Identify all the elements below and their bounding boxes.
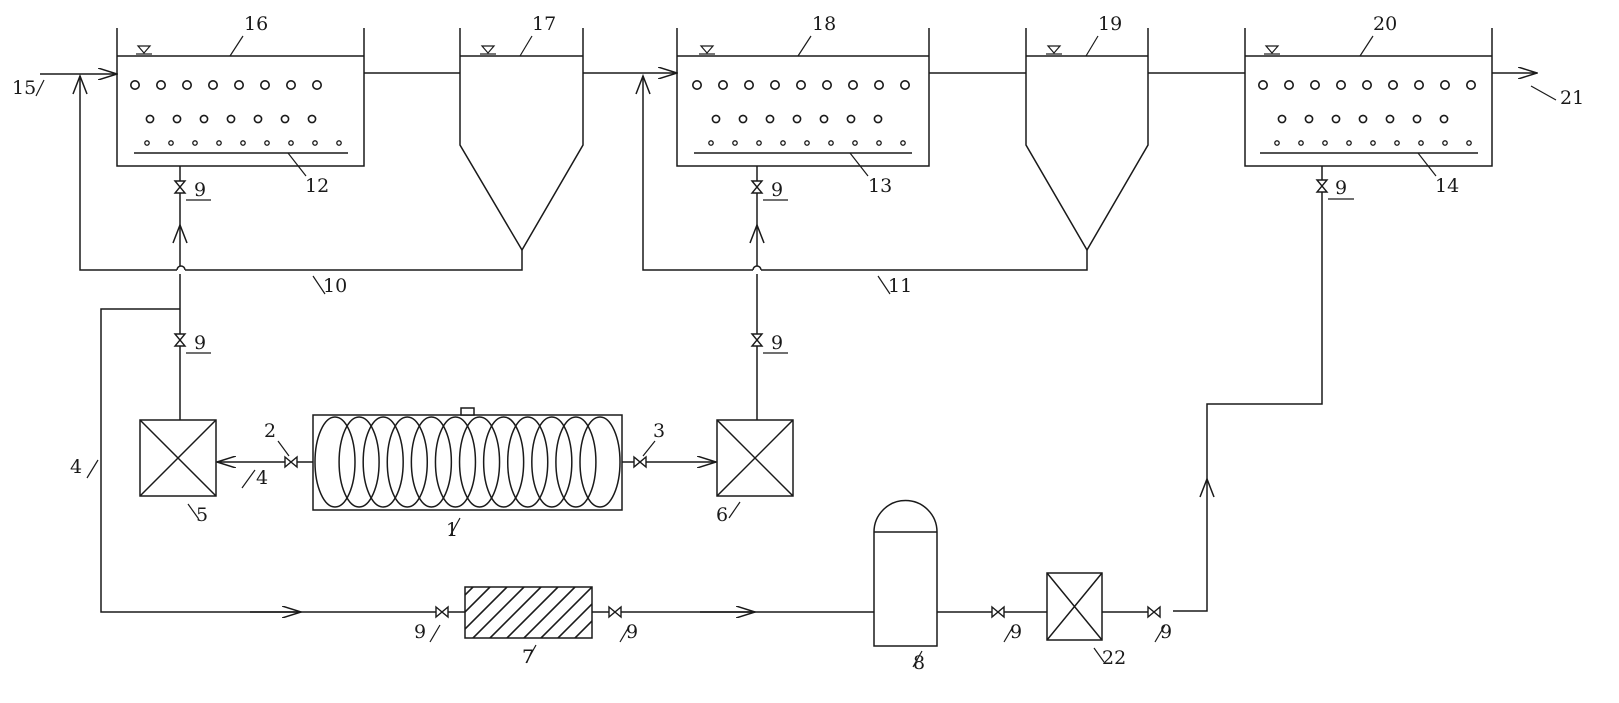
valve-label: 9 xyxy=(1160,621,1172,643)
hatch-line xyxy=(489,587,542,638)
bypass-line-4: 4 xyxy=(70,308,436,612)
valve-label: 9 xyxy=(1335,177,1347,199)
label-1: 1 xyxy=(446,519,458,541)
coil-loop xyxy=(482,416,525,508)
label-16: 16 xyxy=(244,13,268,35)
hatch-line xyxy=(523,587,576,638)
water-level-icon xyxy=(1264,45,1280,55)
hatch-line xyxy=(472,587,525,638)
mixer-22: 22 xyxy=(1046,572,1126,669)
water-level-icon xyxy=(1046,45,1062,55)
sludge-return-line-2: 11 xyxy=(635,73,1088,297)
water-level-icon xyxy=(480,45,496,55)
coarse-bubbles xyxy=(691,80,910,146)
outlet-pipe-left: 2 4 xyxy=(217,420,313,489)
valve-label: 9 xyxy=(414,621,426,643)
feed-line-tank-1: 9 9 xyxy=(172,166,211,420)
coarse-bubbles xyxy=(130,80,342,146)
coil-loop xyxy=(579,416,621,508)
water-level-icon xyxy=(136,45,152,55)
clarifier-1: 17 xyxy=(459,13,584,252)
label-19: 19 xyxy=(1098,13,1122,35)
label-4: 4 xyxy=(70,456,82,478)
hatched-unit-7: 7 xyxy=(464,586,593,668)
label-2: 2 xyxy=(264,420,276,442)
label-15: 15 xyxy=(12,77,36,99)
coil-unit: 1 xyxy=(312,407,623,541)
coil-loop xyxy=(410,416,453,508)
label-22: 22 xyxy=(1102,647,1126,669)
feed-line-tank-2: 9 9 xyxy=(749,166,788,420)
mixer-5: 5 xyxy=(139,419,217,526)
treated-water-outlet: 21 xyxy=(1492,73,1584,109)
mixer-6: 6 xyxy=(716,419,794,526)
outlet-pipe-right: 3 xyxy=(622,420,716,467)
label-18: 18 xyxy=(812,13,836,35)
coil-loops xyxy=(314,416,621,508)
valve-label: 9 xyxy=(1010,621,1022,643)
aeration-tank-1: 16 12 xyxy=(116,13,365,197)
label-14: 14 xyxy=(1435,175,1459,197)
label-20: 20 xyxy=(1373,13,1397,35)
label-4: 4 xyxy=(256,467,268,489)
valve-label: 9 xyxy=(626,621,638,643)
label-6: 6 xyxy=(716,504,728,526)
aeration-tank-3: 20 14 xyxy=(1244,13,1493,197)
coil-loop xyxy=(506,416,549,508)
clarifier-2: 19 xyxy=(1025,13,1149,252)
raw-water-inlet: 15 xyxy=(12,74,117,99)
hatch-line xyxy=(465,587,508,631)
valve-label: 9 xyxy=(771,332,783,354)
coil-loop xyxy=(434,416,477,508)
label-17: 17 xyxy=(532,13,556,35)
label-12: 12 xyxy=(305,175,329,197)
valve-label: 9 xyxy=(194,332,206,354)
valve-label: 9 xyxy=(194,179,206,201)
label-8: 8 xyxy=(913,652,925,674)
coil-loop xyxy=(386,416,429,508)
hatch-line xyxy=(506,587,559,638)
label-3: 3 xyxy=(653,420,665,442)
vessel-8: 8 xyxy=(873,499,938,674)
label-21: 21 xyxy=(1560,87,1584,109)
hatch-line xyxy=(557,602,592,638)
label-13: 13 xyxy=(868,175,892,197)
coil-loop xyxy=(555,416,597,508)
aeration-tank-2: 18 13 xyxy=(676,13,930,197)
coarse-bubbles xyxy=(1258,80,1477,146)
coil-loop xyxy=(531,416,573,508)
label-11: 11 xyxy=(888,275,912,297)
coil-loop xyxy=(314,416,356,508)
sludge-return-line-1: 10 xyxy=(72,73,523,297)
label-10: 10 xyxy=(323,275,347,297)
hatch-line xyxy=(540,587,592,638)
bottom-line: 9 9 9 9 xyxy=(414,607,1172,643)
hatch-line xyxy=(574,619,592,638)
feed-line-tank-3: 9 xyxy=(1173,166,1354,612)
water-level-icon xyxy=(699,45,715,55)
label-5: 5 xyxy=(196,504,208,526)
hatch-line xyxy=(465,587,491,614)
coil-loop xyxy=(338,416,380,508)
coil-loop xyxy=(458,416,501,508)
valve-label: 9 xyxy=(771,179,783,201)
coil-loop xyxy=(362,416,404,508)
label-7: 7 xyxy=(522,646,534,668)
